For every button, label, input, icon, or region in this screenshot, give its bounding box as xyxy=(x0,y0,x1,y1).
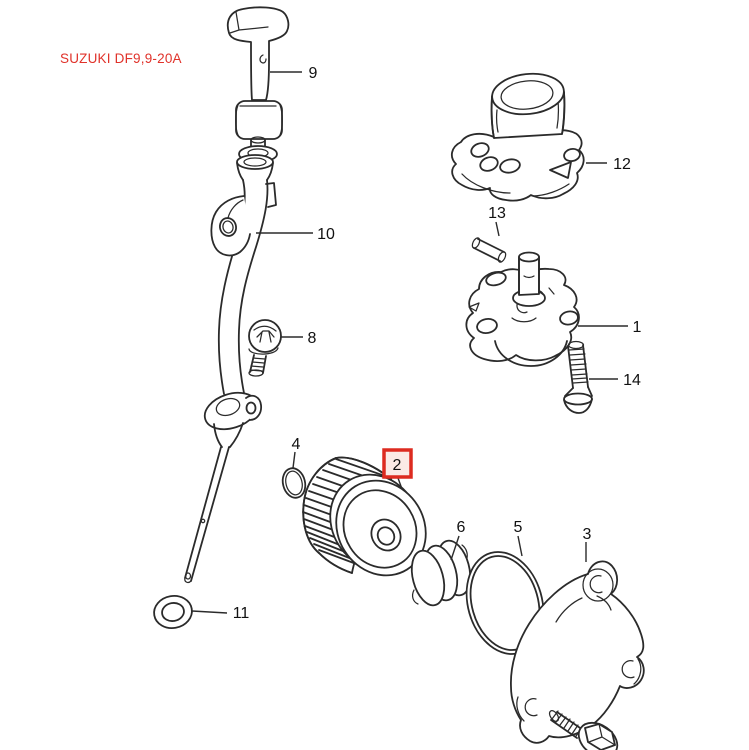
pin-part-13 xyxy=(471,237,507,263)
callout-labels: 9 10 8 11 4 2 6 5 3 12 13 1 14 xyxy=(233,65,642,622)
dipstick-part xyxy=(226,6,290,163)
callout-12[interactable]: 12 xyxy=(613,156,631,173)
cover-part-3 xyxy=(510,560,645,744)
callout-3[interactable]: 3 xyxy=(583,526,592,543)
dipstick-boot xyxy=(235,100,283,140)
leader-2 xyxy=(397,477,403,490)
callout-4[interactable]: 4 xyxy=(292,436,301,453)
tube-side-tab xyxy=(265,182,277,208)
leader-4 xyxy=(292,451,296,469)
dipstick-guide-tube xyxy=(184,154,277,584)
oil-seal-part-11 xyxy=(153,595,193,629)
callout-14[interactable]: 14 xyxy=(623,372,641,389)
callout-6[interactable]: 6 xyxy=(457,519,466,536)
bolt-part-14 xyxy=(563,340,593,414)
callout-10[interactable]: 10 xyxy=(317,226,335,243)
callout-13[interactable]: 13 xyxy=(488,205,506,222)
callout-1[interactable]: 1 xyxy=(633,319,642,336)
page-title: SUZUKI DF9,9-20A xyxy=(60,51,182,66)
spring-part-6 xyxy=(410,539,472,607)
leader-6 xyxy=(450,535,460,561)
leader-lines xyxy=(191,71,628,614)
callout-2[interactable]: 2 xyxy=(393,457,402,474)
leader-5 xyxy=(517,535,523,557)
leader-11 xyxy=(191,610,228,614)
callout-8[interactable]: 8 xyxy=(308,330,317,347)
callout-11[interactable]: 11 xyxy=(233,605,250,622)
o-ring-part-4 xyxy=(281,467,307,499)
bolt-bottom xyxy=(548,710,619,750)
highlight-box-part-2[interactable] xyxy=(382,448,413,479)
leader-13 xyxy=(495,221,500,237)
tube-bracket xyxy=(210,195,251,257)
oil-pump-part-1 xyxy=(465,251,580,367)
callout-9[interactable]: 9 xyxy=(309,65,318,82)
callout-5[interactable]: 5 xyxy=(514,519,523,536)
oil-filter-part-2 xyxy=(302,456,427,577)
bolt-part-8 xyxy=(248,319,282,377)
pump-case-part-12 xyxy=(450,72,585,202)
